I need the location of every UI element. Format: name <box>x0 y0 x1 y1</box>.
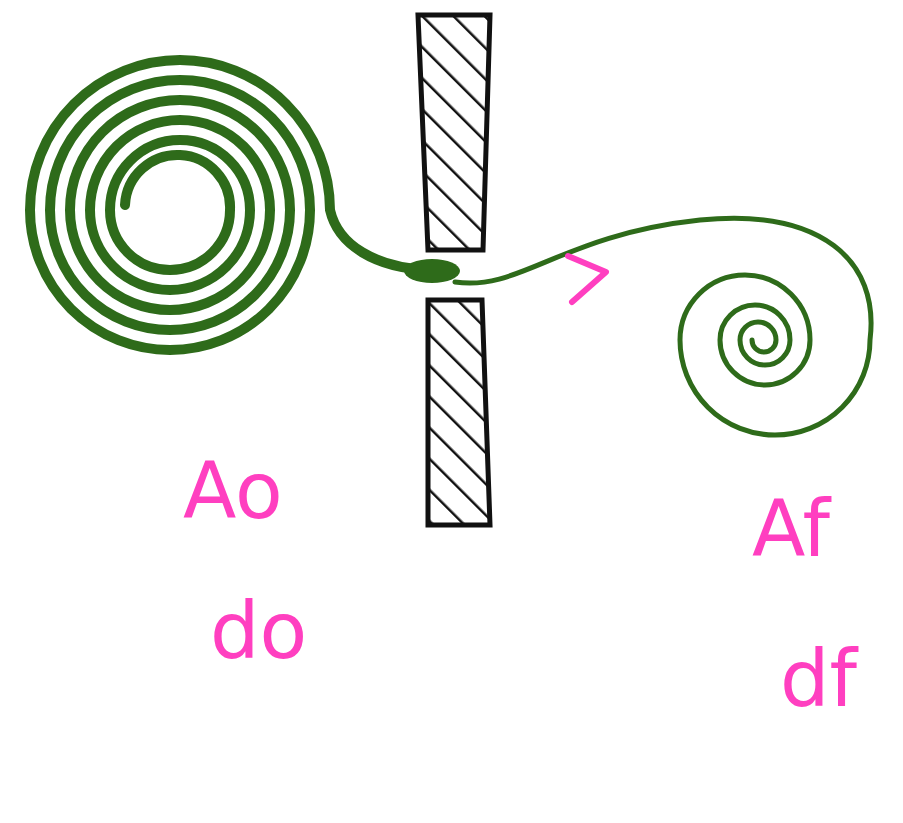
dimension-label: Ao <box>183 452 283 530</box>
direction-arrow <box>568 256 606 302</box>
dimension-label: do <box>210 592 307 670</box>
dimension-label: Af <box>752 490 830 568</box>
die-lower <box>428 300 490 525</box>
thick-wire-coil <box>30 60 430 350</box>
dimension-label: df <box>780 640 857 718</box>
die-upper <box>418 15 490 250</box>
wire-in-die <box>404 259 460 283</box>
thin-wire-coil <box>455 218 871 435</box>
